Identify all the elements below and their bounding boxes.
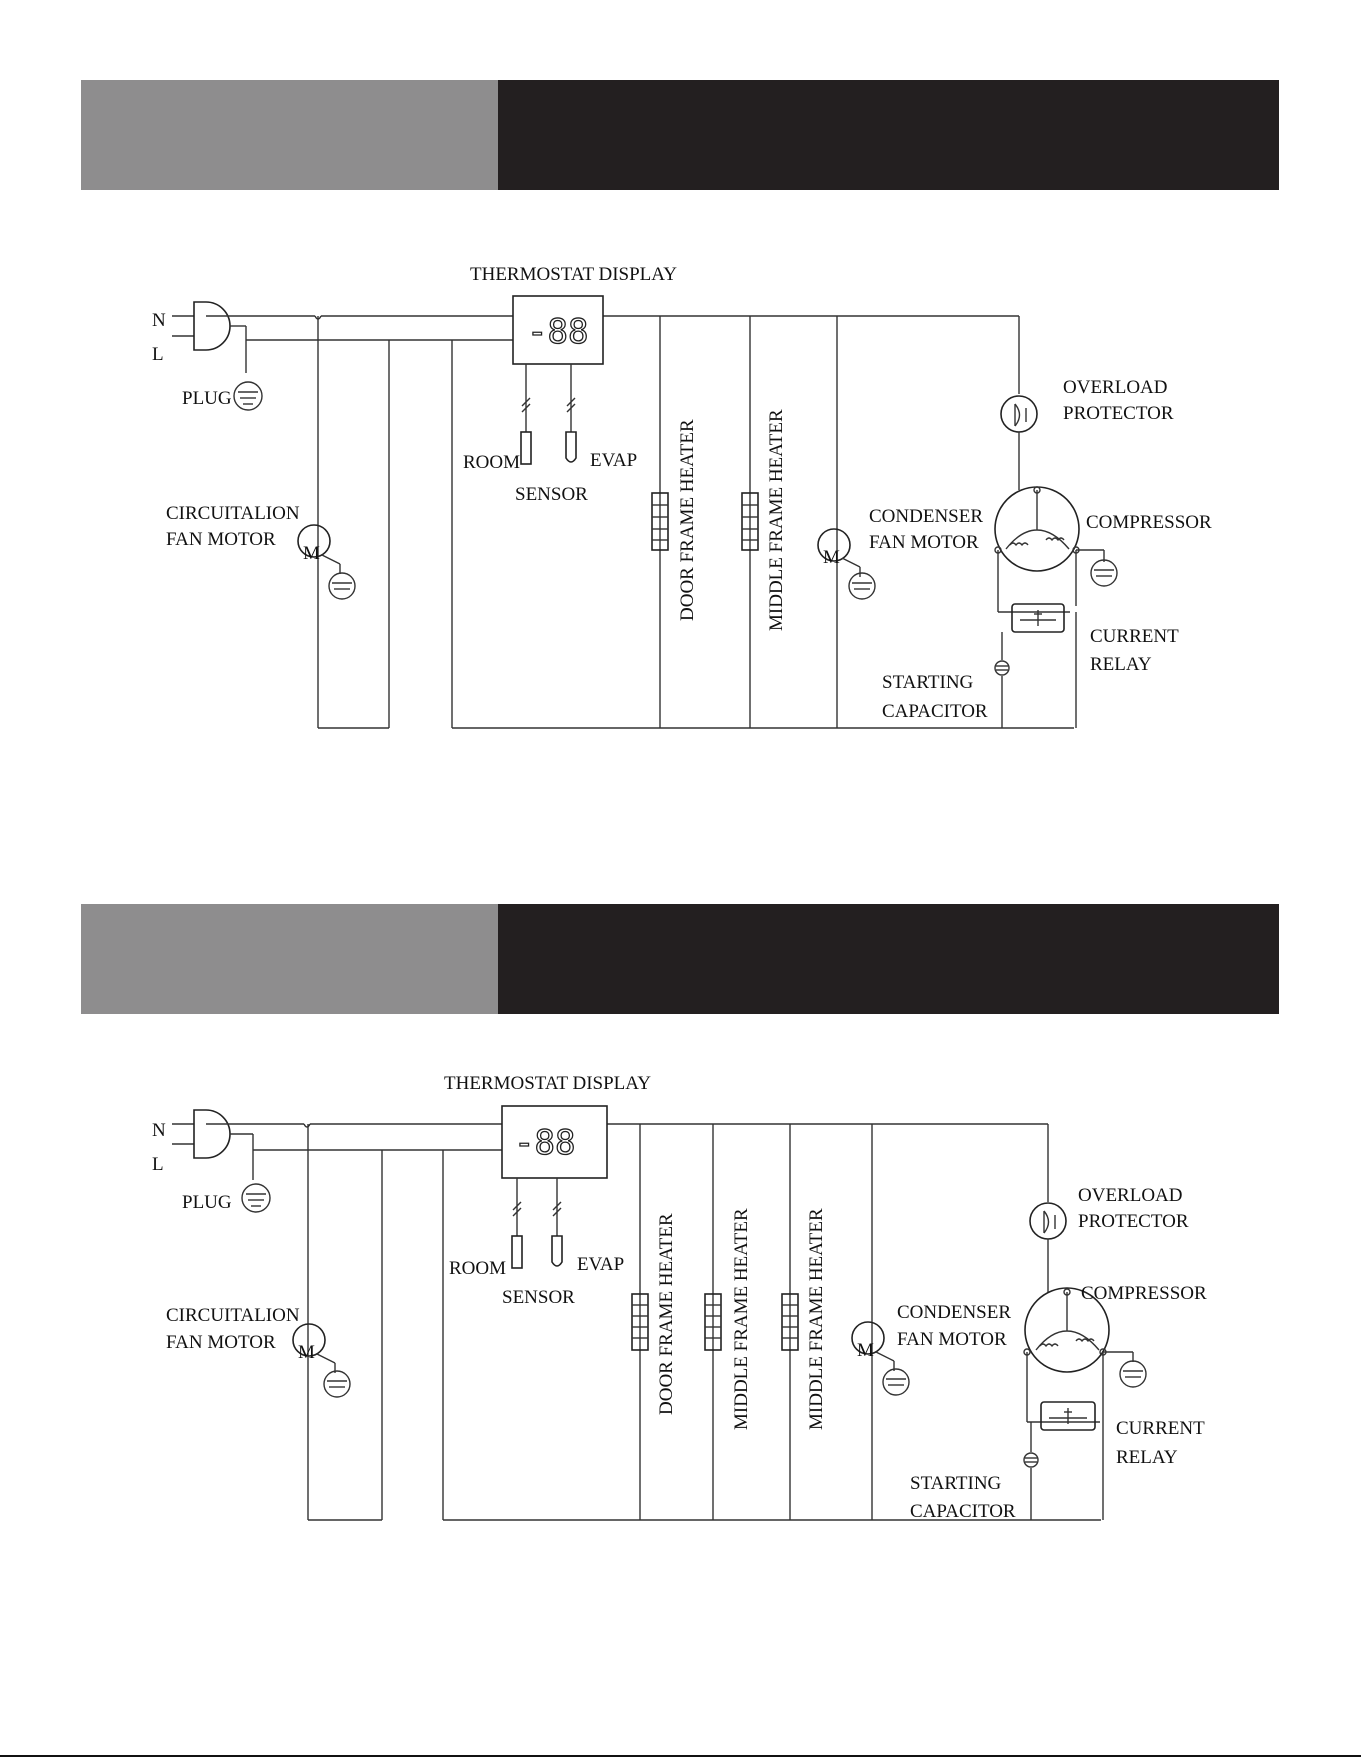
overload-protector-icon — [1029, 1202, 1067, 1240]
wiring-diagram-1: N L PLUG M — [152, 264, 1212, 729]
door-frame-heater-icon — [631, 1293, 649, 1351]
condenser-label-1: CONDENSER — [869, 506, 983, 527]
plug-ground-icon — [241, 1183, 271, 1213]
relay-label-2: RELAY — [1090, 654, 1152, 675]
header-band-black — [498, 904, 1279, 1014]
live-label: L — [152, 1154, 164, 1175]
header-band-2 — [81, 904, 1279, 1014]
evap-label: EVAP — [590, 450, 637, 471]
capacitor-label-1: STARTING — [882, 672, 974, 693]
circ-fan-label-1: CIRCUITALION — [166, 1305, 300, 1326]
evap-sensor-icon — [565, 431, 577, 463]
capacitor-label-2: CAPACITOR — [910, 1501, 1016, 1522]
capacitor-label-1: STARTING — [910, 1473, 1002, 1494]
capacitor-label-2: CAPACITOR — [882, 701, 988, 722]
overload-label-1: OVERLOAD — [1078, 1185, 1183, 1206]
motor-symbol: M — [303, 543, 320, 564]
plug-label: PLUG — [182, 388, 232, 409]
sensor-label: SENSOR — [515, 484, 588, 505]
overload-label-1: OVERLOAD — [1063, 377, 1168, 398]
room-label: ROOM — [449, 1258, 506, 1279]
plug-icon — [172, 301, 247, 373]
starting-capacitor-icon — [1023, 1452, 1039, 1468]
room-sensor-icon — [520, 431, 532, 465]
overload-label-2: PROTECTOR — [1063, 403, 1174, 424]
overload-label-2: PROTECTOR — [1078, 1211, 1189, 1232]
header-band-grey — [81, 904, 498, 1014]
wiring-diagram-2: N L PLUG M — [152, 1073, 1207, 1522]
plug-label: PLUG — [182, 1192, 232, 1213]
display-readout: -88 — [514, 1123, 575, 1163]
middle-frame-heater-label: MIDDLE FRAME HEATER — [806, 1208, 827, 1430]
plug-icon — [172, 1109, 254, 1180]
middle-frame-heater-label: MIDDLE FRAME HEATER — [731, 1208, 752, 1430]
motor-symbol: M — [823, 547, 840, 568]
middle-frame-heater-icon — [741, 492, 759, 551]
door-frame-heater-icon — [651, 492, 669, 551]
starting-capacitor-icon — [994, 660, 1010, 676]
evap-label: EVAP — [577, 1254, 624, 1275]
thermostat-display-title: THERMOSTAT DISPLAY — [444, 1073, 651, 1094]
room-label: ROOM — [463, 452, 520, 473]
compressor-ground-icon — [1090, 559, 1118, 587]
middle-frame-heater-icon — [704, 1293, 722, 1351]
current-relay-icon — [1011, 603, 1065, 633]
relay-label-2: RELAY — [1116, 1447, 1178, 1468]
condenser-label-2: FAN MOTOR — [869, 532, 979, 553]
condenser-label-1: CONDENSER — [897, 1302, 1011, 1323]
motor-symbol: M — [298, 1342, 315, 1363]
condenser-fan-motor-icon: M — [851, 1321, 910, 1396]
evap-sensor-icon — [551, 1235, 563, 1267]
middle-frame-heater-icon — [781, 1293, 799, 1351]
overload-protector-icon — [1000, 395, 1038, 433]
room-sensor-icon — [511, 1235, 523, 1269]
circ-fan-label-1: CIRCUITALION — [166, 503, 300, 524]
header-band-black — [498, 80, 1279, 190]
condenser-fan-motor-icon: M — [817, 528, 876, 600]
relay-label-1: CURRENT — [1116, 1418, 1205, 1439]
relay-label-1: CURRENT — [1090, 626, 1179, 647]
circulation-fan-motor-icon: M — [292, 1323, 351, 1398]
thermostat-display: -88 — [512, 295, 604, 365]
display-readout: -88 — [527, 312, 588, 352]
sensor-label: SENSOR — [502, 1287, 575, 1308]
circulation-fan-motor-icon: M — [297, 524, 356, 600]
thermostat-display: -88 — [501, 1105, 608, 1179]
bottom-rule — [0, 1755, 1361, 1757]
circ-fan-label-2: FAN MOTOR — [166, 529, 276, 550]
door-frame-heater-label: DOOR FRAME HEATER — [656, 1213, 677, 1415]
thermostat-display-title: THERMOSTAT DISPLAY — [470, 264, 677, 285]
neutral-label: N — [152, 310, 166, 331]
circ-fan-label-2: FAN MOTOR — [166, 1332, 276, 1353]
current-relay-icon — [1040, 1401, 1096, 1431]
door-frame-heater-label: DOOR FRAME HEATER — [677, 419, 698, 621]
compressor-ground-icon — [1119, 1360, 1147, 1388]
plug-ground-icon — [233, 381, 263, 411]
compressor-icon — [1023, 1287, 1110, 1373]
condenser-label-2: FAN MOTOR — [897, 1329, 1007, 1350]
live-label: L — [152, 344, 164, 365]
compressor-icon — [994, 486, 1080, 572]
header-band-1 — [81, 80, 1279, 190]
compressor-label: COMPRESSOR — [1086, 512, 1212, 533]
neutral-label: N — [152, 1120, 166, 1141]
compressor-label: COMPRESSOR — [1081, 1283, 1207, 1304]
header-band-grey — [81, 80, 498, 190]
motor-symbol: M — [857, 1340, 874, 1361]
middle-frame-heater-label: MIDDLE FRAME HEATER — [766, 409, 787, 631]
